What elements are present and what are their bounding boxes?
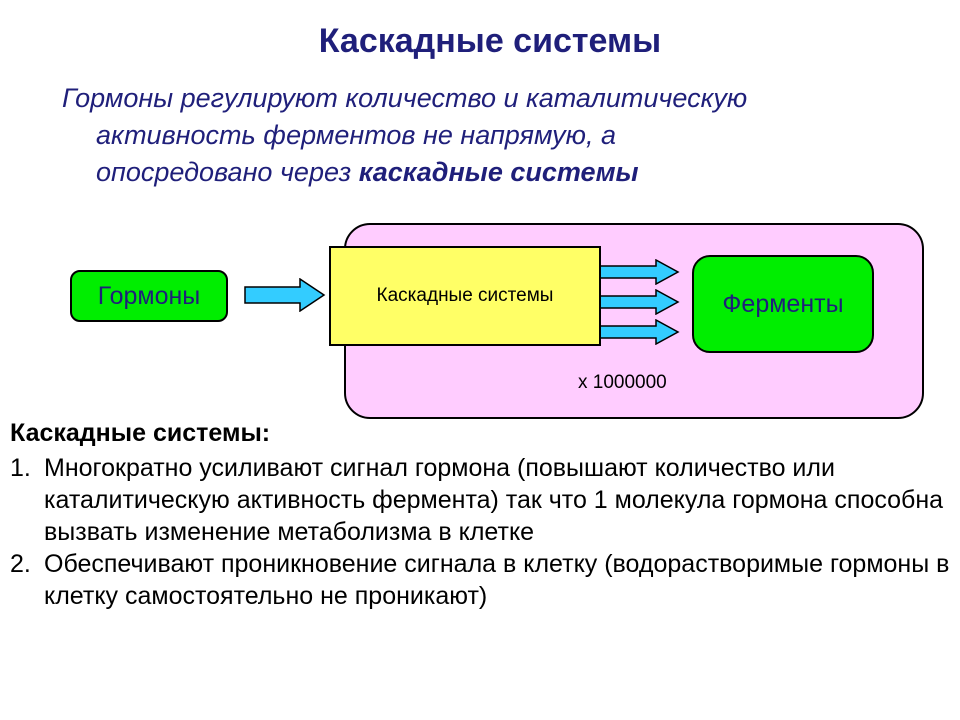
hormones-box: Гормоны [70,270,228,322]
enzymes-label: Ферменты [722,289,844,318]
list-item: 2. Обеспечивают проникновение сигнала в … [10,548,950,612]
intro-line-3: опосредовано через каскадные системы [62,154,922,191]
intro-line-3-bold: каскадные системы [358,157,639,187]
numbered-list: 1. Многократно усиливают сигнал гормона … [10,452,950,612]
enzymes-box: Ферменты [692,255,874,353]
cascade-box: Каскадные системы [329,246,601,346]
hormones-label: Гормоны [97,281,201,310]
slide-title: Каскадные системы [318,22,662,60]
cascade-label: Каскадные системы [376,285,554,306]
arrow-amplification-3-icon [600,319,680,345]
arrow-amplification-2-icon [600,289,680,315]
list-item-number: 1. [10,454,31,482]
section-heading: Каскадные системы: [10,419,271,447]
arrow-amplification-1-icon [600,259,680,285]
intro-line-2: активность ферментов не напрямую, а [96,120,616,150]
list-item-number: 2. [10,550,31,578]
list-item: 1. Многократно усиливают сигнал гормона … [10,452,950,548]
arrow-hormones-to-cascade-icon [244,278,326,312]
intro-line-3-prefix: опосредовано через [96,157,359,187]
intro-line-1: Гормоны регулируют количество и каталити… [62,83,748,113]
amplification-factor: х 1000000 [578,372,667,393]
list-item-text: Обеспечивают проникновение сигнала в кле… [44,550,950,610]
intro-text: Гормоны регулируют количество и каталити… [62,80,922,191]
list-item-text: Многократно усиливают сигнал гормона (по… [44,454,944,546]
